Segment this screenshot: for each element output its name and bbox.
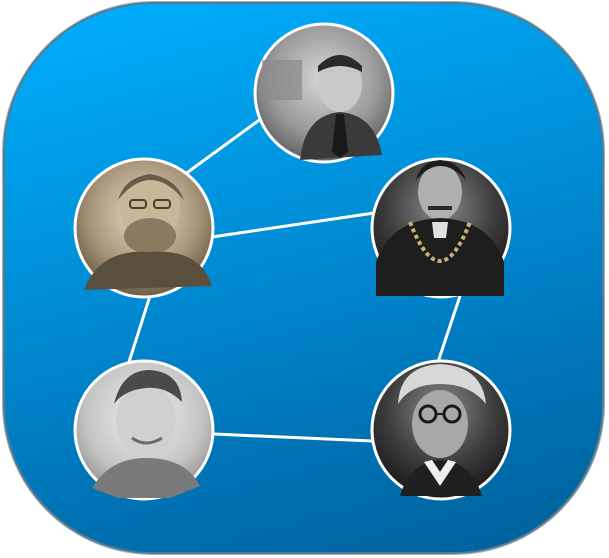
portrait-node-top: [253, 22, 395, 164]
portrait-node-left-lower: [73, 359, 215, 501]
person-portrait-icon: [92, 370, 200, 498]
person-portrait-icon: [398, 364, 486, 496]
portrait-node-right-lower: [370, 359, 512, 501]
portrait-node-right-upper: [370, 157, 512, 299]
graph-edges: [127, 116, 462, 443]
edge-left-upper-right-upper: [210, 211, 376, 239]
portrait-node-left-upper: [73, 157, 215, 299]
edge-left-lower-right-lower: [212, 432, 374, 443]
person-portrait-icon: [84, 174, 212, 290]
edge-right-upper-right-lower: [436, 294, 462, 364]
person-portrait-icon: [376, 160, 504, 296]
edge-left-upper-left-lower: [127, 294, 152, 364]
edge-left-upper-top: [186, 116, 264, 174]
person-portrait-icon: [262, 55, 382, 160]
